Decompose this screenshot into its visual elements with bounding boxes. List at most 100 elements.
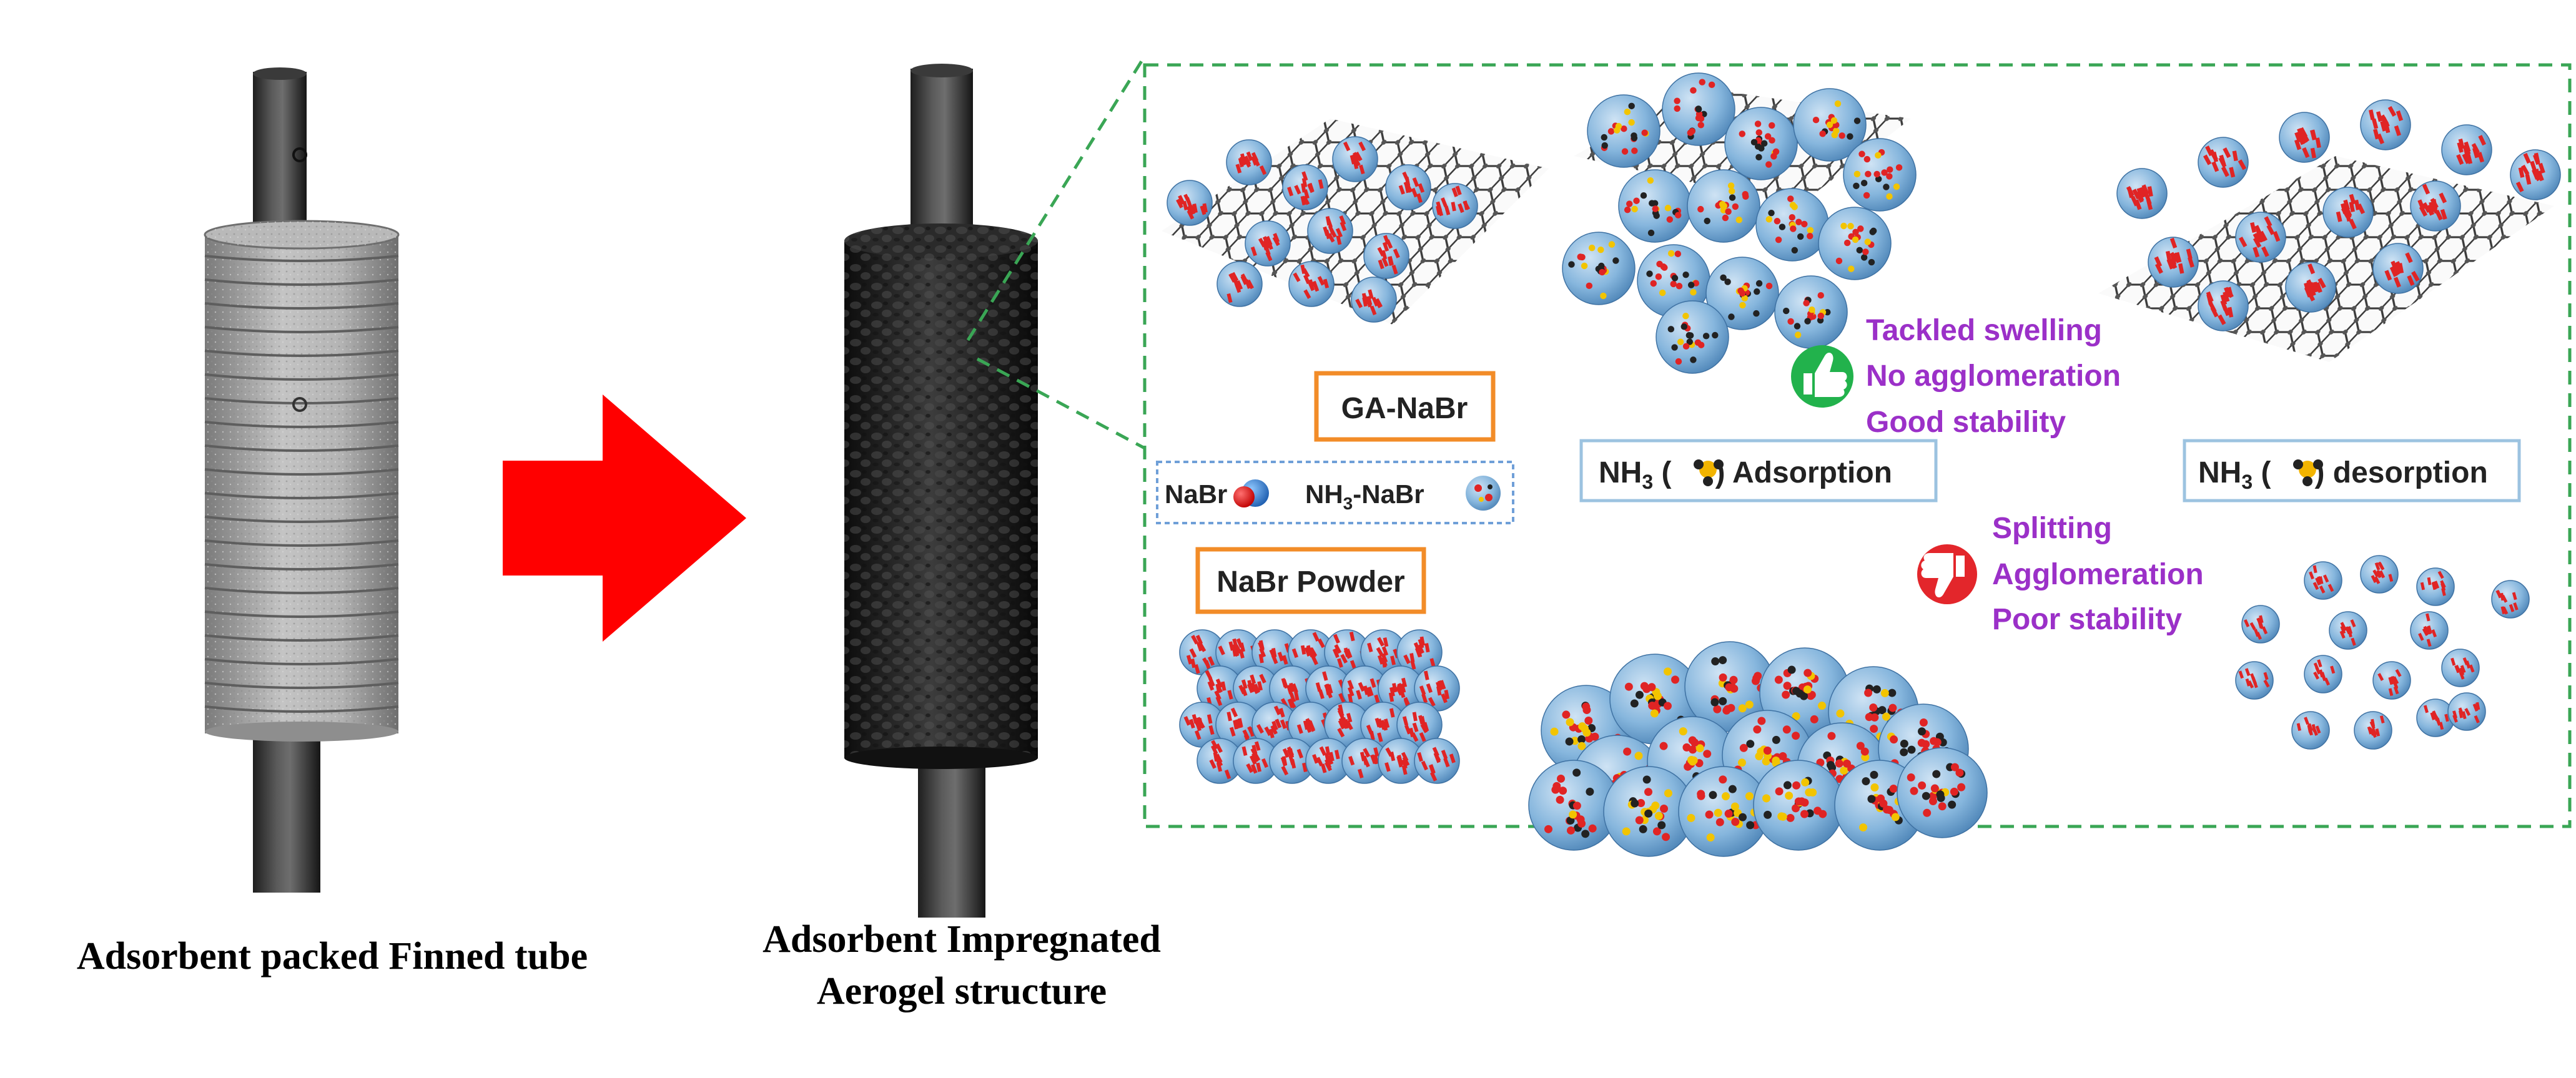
nh3-nabr-particle	[2441, 649, 2480, 687]
nh3-nabr-particle	[1562, 232, 1636, 305]
fin-line	[204, 350, 399, 357]
fin-line	[204, 255, 399, 262]
nh3-nabr-particle	[1414, 665, 1460, 712]
nh3-molecule-icon-desorption	[2293, 459, 2323, 486]
nh3-nabr-particle	[1385, 164, 1431, 210]
nh3-molecule-icon-adsorption	[1694, 459, 1724, 486]
nh3-nabr-particle	[2416, 567, 2455, 606]
fin-line	[204, 705, 399, 713]
nh3-nabr-particle	[1687, 169, 1760, 243]
nh3-nabr-particle	[1215, 629, 1261, 675]
legend-nabr-label: NaBr	[1165, 479, 1227, 509]
nh3-nabr-particle	[1432, 183, 1478, 229]
nh3-nabr-particle	[1637, 244, 1710, 318]
nh3-nabr-particle	[1233, 738, 1279, 784]
nh3-nabr-particle	[1378, 738, 1424, 784]
nh3-nabr-particle	[1396, 702, 1443, 748]
nh3-nabr-particle-icon	[1466, 476, 1501, 511]
nh3-nabr-particle	[1215, 702, 1261, 748]
nh3-nabr-particle	[2198, 280, 2249, 331]
bad-point-2: Agglomeration	[1992, 558, 2204, 591]
nh3-nabr-particle	[1341, 738, 1388, 784]
nh3-nabr-particle	[1197, 665, 1243, 712]
nh3-nabr-particle	[1305, 738, 1351, 784]
nh3-nabr-particle	[2354, 711, 2392, 750]
nh3-nabr-particle	[1414, 738, 1460, 784]
fin-line	[204, 444, 399, 452]
nh3-nabr-particle	[2329, 611, 2367, 650]
particle-layer	[1167, 72, 2561, 857]
nh3-nabr-particle	[2410, 180, 2461, 232]
nh3-nabr-particle	[1603, 766, 1694, 857]
legend-box	[1156, 461, 1514, 524]
nh3-nabr-particle	[1282, 164, 1328, 210]
nh3-nabr-particle	[2198, 137, 2249, 188]
nh3-nabr-particle	[2372, 661, 2411, 700]
tube-port-top	[292, 147, 307, 162]
fin-line	[204, 397, 399, 404]
legend-nh3-label: NH3-NaBr	[1305, 479, 1424, 513]
fin-line	[204, 373, 399, 381]
nh3-nabr-particle	[2241, 605, 2280, 644]
nh3-nabr-particle	[1269, 738, 1315, 784]
fin-line	[204, 634, 399, 642]
nh3-nabr-particle	[2279, 112, 2330, 163]
fin-line	[204, 610, 399, 618]
good-point-1: Tackled swelling	[1866, 314, 2102, 347]
nh3-nabr-particle	[1724, 107, 1798, 180]
fin-line	[204, 658, 399, 665]
aerogel-tube	[844, 64, 1038, 918]
desorption-box	[2183, 439, 2521, 502]
zoom-line-top	[966, 55, 1147, 341]
nh3-nabr-particle	[1179, 702, 1225, 748]
nh3-nabr-particle	[1288, 629, 1334, 675]
nh3-nabr-particle	[1226, 139, 1272, 185]
good-point-2: No agglomeration	[1866, 360, 2121, 393]
transition-arrow	[503, 394, 746, 642]
ga-nabr-label: GA-NaBr	[1341, 392, 1468, 425]
nh3-nabr-particle	[1897, 747, 1988, 838]
nh3-nabr-particle	[1656, 300, 1729, 374]
nabr-powder-label: NaBr Powder	[1216, 566, 1404, 599]
ga-nabr-box	[1314, 371, 1496, 442]
nh3-nabr-particle	[2322, 187, 2374, 238]
nh3-nabr-particle	[1288, 261, 1335, 307]
fin-line	[204, 326, 399, 333]
desorption-label: NH3 () desorption	[2198, 456, 2488, 493]
finned-tube	[204, 67, 400, 893]
nh3-nabr-particle	[1245, 220, 1291, 267]
nabr-powder-box	[1195, 547, 1426, 614]
nh3-nabr-particle	[1705, 257, 1779, 330]
nh3-nabr-particle	[2360, 99, 2411, 150]
nh3-nabr-particle	[1755, 188, 1829, 262]
nh3-nabr-particle	[2441, 124, 2492, 175]
fin-line	[204, 539, 399, 547]
nh3-nabr-particle	[1774, 275, 1848, 349]
nh3-nabr-particle	[1197, 738, 1243, 784]
nh3-nabr-particle	[2491, 580, 2530, 619]
fin-line	[204, 492, 399, 499]
nh3-nabr-particle	[1305, 665, 1351, 712]
tube-bottom-rod	[253, 712, 320, 893]
aerogel-caption-line2: Aerogel structure	[817, 970, 1107, 1012]
nh3-nabr-particle	[2372, 243, 2424, 294]
nh3-nabr-particle	[2510, 149, 2561, 200]
nh3-nabr-particle	[1324, 629, 1370, 675]
nh3-nabr-particle	[1360, 702, 1406, 748]
nh3-nabr-particle	[1378, 665, 1424, 712]
tube-port-mid	[292, 397, 307, 412]
fin-line	[204, 682, 399, 689]
fin-line	[204, 563, 399, 571]
nh3-nabr-particle	[1684, 641, 1775, 732]
nh3-nabr-particle	[1843, 138, 1917, 212]
thumbs-up-icon	[1791, 345, 1853, 408]
nh3-nabr-particle	[2148, 237, 2199, 288]
aerogel-caption-line1: Adsorbent Impregnated	[762, 918, 1161, 961]
bad-point-3: Poor stability	[1992, 603, 2182, 636]
nh3-nabr-particle	[2285, 262, 2336, 313]
nh3-nabr-particle	[1753, 760, 1844, 851]
nh3-nabr-particle	[1618, 169, 1692, 243]
fin-line	[204, 302, 399, 310]
